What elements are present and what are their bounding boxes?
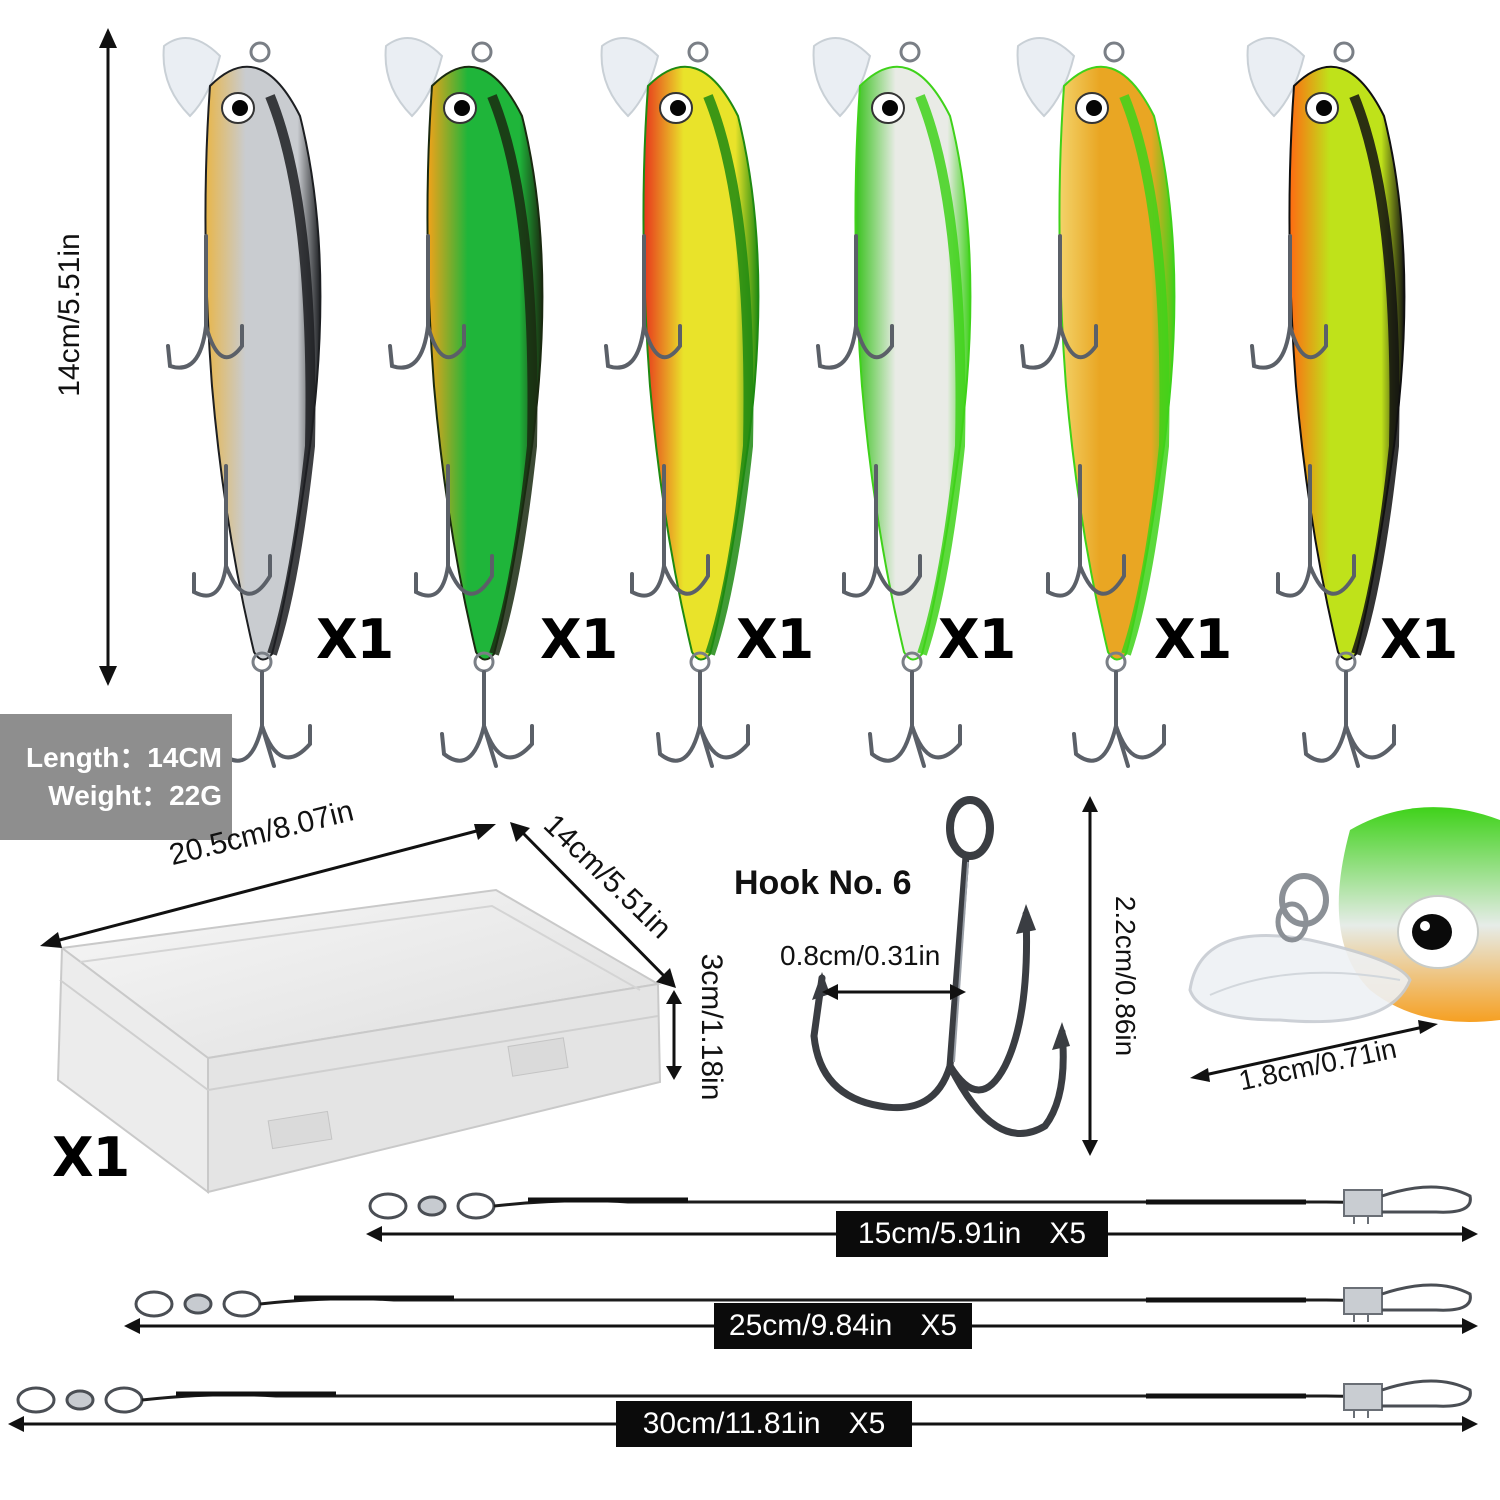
box-width-arrow (510, 822, 676, 988)
hook-height-label: 2.2cm/0.86in (1110, 895, 1141, 1057)
leader-length-text: 30cm/11.81in (642, 1407, 821, 1440)
leader-length-text: 15cm/5.91in (857, 1217, 1022, 1250)
leader-qty-text: X5 (848, 1407, 886, 1440)
lure-yellow-red (600, 37, 760, 768)
lure-green-orange (384, 37, 544, 768)
lip-length-arrow (1190, 1020, 1438, 1082)
treble-hook-image (810, 796, 1070, 1137)
lure-qty: X1 (1380, 608, 1458, 671)
hook-gap-label: 0.8cm/0.31in (780, 940, 941, 971)
lure-qty: X1 (1154, 608, 1232, 671)
lure-qty: X1 (938, 608, 1016, 671)
lure-qty: X1 (540, 608, 618, 671)
lure-height-arrow (99, 28, 117, 686)
lure-qty: X1 (736, 608, 814, 671)
spec-length: Length：14CM (25, 742, 222, 773)
leader-length-text: 25cm/9.84in (728, 1309, 893, 1342)
lure-white-green (812, 37, 972, 768)
leader-wire (134, 1283, 1472, 1322)
hook-title: Hook No. 6 (734, 864, 912, 902)
box-qty: X1 (52, 1126, 130, 1189)
tackle-box-image (56, 888, 662, 1194)
lure-lip-closeup (1188, 807, 1500, 1024)
spec-box: Length：14CM Weight：22G (0, 714, 232, 840)
box-height-arrow (666, 990, 682, 1080)
lure-height-label: 14cm/5.51in (53, 233, 86, 397)
hook-height-arrow (1082, 796, 1098, 1156)
lure-qty: X1 (316, 608, 394, 671)
box-height-label: 3cm/1.18in (695, 953, 728, 1101)
leader-label: 25cm/9.84in X5 (714, 1303, 972, 1349)
lure-gold-green (1016, 37, 1176, 768)
leader-wire (16, 1379, 1472, 1418)
box-length-arrow (40, 824, 496, 948)
leader-label: 15cm/5.91in X5 (836, 1211, 1108, 1257)
leader-qty-text: X5 (920, 1309, 958, 1342)
lure-lime-orange (1246, 37, 1406, 768)
leader-label: 30cm/11.81in X5 (616, 1401, 912, 1447)
lure-silver-black (162, 37, 322, 768)
leader-qty-text: X5 (1049, 1217, 1087, 1250)
spec-weight: Weight：22G (48, 780, 222, 811)
leader-wire (368, 1185, 1472, 1224)
